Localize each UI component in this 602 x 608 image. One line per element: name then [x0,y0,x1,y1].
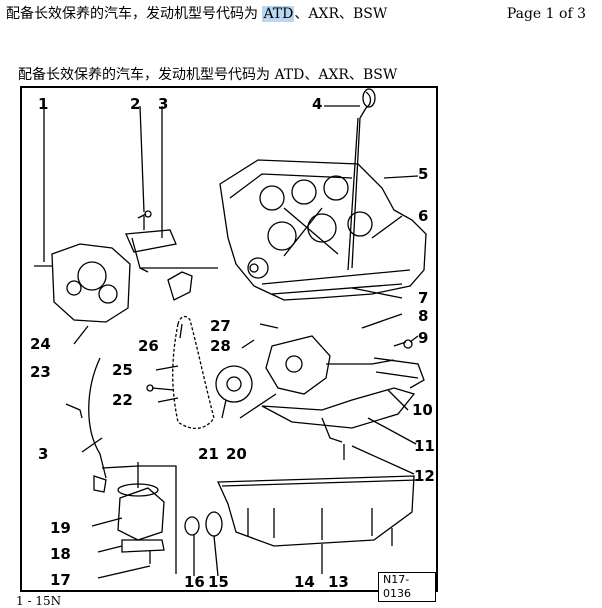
callout-10: 10 [412,401,433,419]
callout-1: 1 [38,95,49,113]
callout-19: 19 [50,519,71,537]
callout-6: 6 [418,207,429,225]
callout-17: 17 [50,571,71,589]
callout-22: 22 [112,391,133,409]
callout-21: 21 [198,445,219,463]
callout-20: 20 [226,445,247,463]
engine-exploded-diagram: 1 2 3 4 5 6 7 8 9 10 11 12 13 14 15 16 1… [20,86,438,602]
callout-16: 16 [184,573,205,591]
diagram-drawing [34,88,427,579]
callout-13: 13 [328,573,349,591]
callout-28: 28 [210,337,231,355]
callout-12: 12 [414,467,435,485]
figure-id: N17-0136 [378,572,436,602]
callout-27: 27 [210,317,231,335]
callout-24: 24 [30,335,51,353]
page-header: 配备长效保养的汽车，发动机型号代码为 ATD、AXR、BSW Page 1 of… [6,4,596,24]
callout-4: 4 [312,95,323,113]
title-suffix: 、AXR、BSW [294,6,388,22]
figure-caption: 配备长效保养的汽车，发动机型号代码为 ATD、AXR、BSW [18,67,398,83]
callout-3: 3 [158,95,169,113]
title-prefix: 配备长效保养的汽车，发动机型号代码为 [6,6,263,22]
callout-23: 23 [30,363,51,381]
callout-15: 15 [208,573,229,591]
footer-fragment: 1 - 15N [16,594,62,608]
callout-11: 11 [414,437,435,455]
callout-25: 25 [112,361,133,379]
page-indicator: Page 1 of 3 [506,6,586,22]
callout-14: 14 [294,573,315,591]
callout-3-sensor: 3 [38,445,49,463]
title-highlight[interactable]: ATD [262,6,295,22]
callout-8: 8 [418,307,429,325]
callout-26: 26 [138,337,159,355]
callout-2: 2 [130,95,141,113]
callout-5: 5 [418,165,429,183]
page-title: 配备长效保养的汽车，发动机型号代码为 ATD、AXR、BSW [6,4,387,24]
callout-9: 9 [418,329,429,347]
callout-7: 7 [418,289,429,307]
callout-18: 18 [50,545,71,563]
